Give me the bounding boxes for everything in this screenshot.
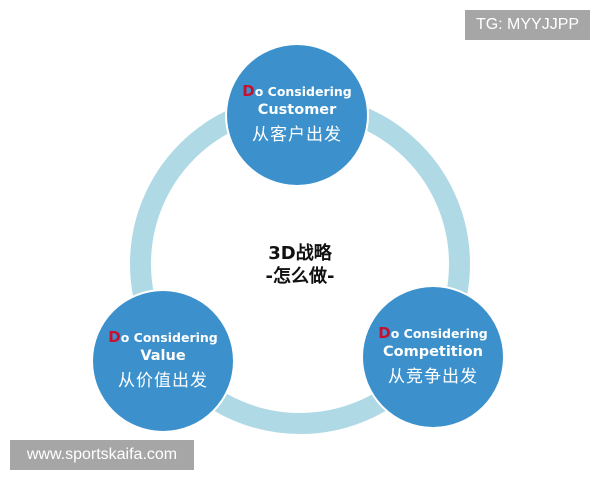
d-letter: D [378,324,391,342]
node-prefix: Do Considering [108,329,218,346]
node-chinese: 从竞争出发 [388,367,478,387]
node-prefix: Do Considering [378,325,488,342]
node-title: Customer [257,102,337,118]
node-title: Value [140,348,186,364]
node-prefix: Do Considering [242,83,352,100]
d-letter: D [108,328,121,346]
node-value: Do Considering Value 从价值出发 [93,291,233,431]
prefix-text: o Considering [390,326,488,341]
node-chinese: 从客户出发 [252,125,342,145]
prefix-text: o Considering [254,84,352,99]
watermark-top-right: TG: MYYJJPP [465,10,590,40]
center-label: 3D战略 -怎么做- [230,242,370,288]
watermark-bottom-left: www.sportskaifa.com [10,440,194,470]
node-competition: Do Considering Competition 从竞争出发 [363,287,503,427]
prefix-text: o Considering [120,330,218,345]
node-title: Competition [382,344,483,360]
node-customer: Do Considering Customer 从客户出发 [227,45,367,185]
node-chinese: 从价值出发 [118,371,208,391]
center-title: 3D战略 [268,243,332,264]
center-subtitle: -怎么做- [265,266,335,287]
d-letter: D [242,82,255,100]
